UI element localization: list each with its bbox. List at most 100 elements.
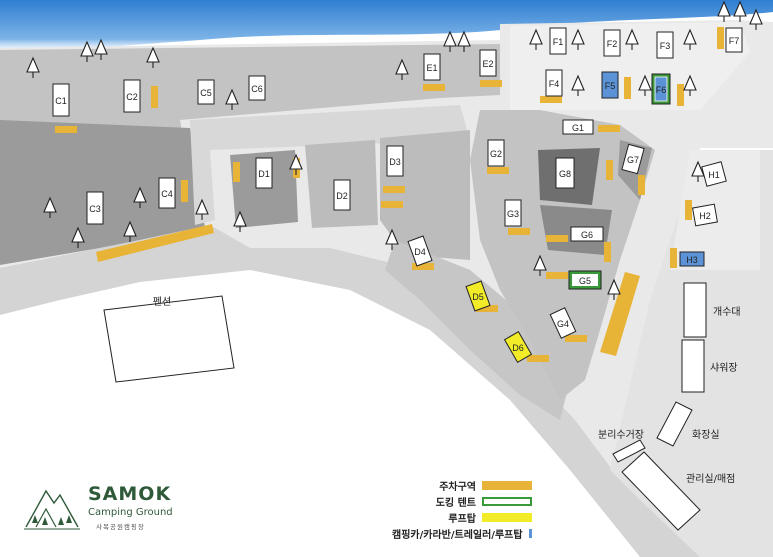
logo-mountain-icon bbox=[24, 489, 80, 530]
site-c1[interactable]: C1 bbox=[52, 83, 70, 117]
svg-text:G4: G4 bbox=[557, 319, 569, 329]
parking-areas bbox=[55, 27, 724, 362]
site-f6[interactable]: F6 bbox=[651, 73, 671, 105]
site-g7[interactable]: G7 bbox=[621, 143, 645, 175]
zone-d-south bbox=[385, 240, 570, 420]
svg-text:D5: D5 bbox=[472, 292, 484, 302]
svg-text:G2: G2 bbox=[490, 149, 502, 159]
site-g5[interactable]: G5 bbox=[568, 270, 602, 290]
site-f1[interactable]: F1 bbox=[549, 27, 567, 55]
site-e1[interactable]: E1 bbox=[423, 53, 441, 81]
site-h1[interactable]: H1 bbox=[701, 161, 727, 187]
site-c5[interactable]: C5 bbox=[197, 79, 215, 105]
site-h3[interactable]: H3 bbox=[679, 251, 705, 267]
logo-korean-name: 사목공원캠핑장 bbox=[96, 523, 145, 531]
samok-logo: SAMOK Camping Ground 사목공원캠핑장 bbox=[22, 477, 192, 537]
buildings: 펜션 개수대 샤워장 분리수거장 화장실 관리실/매점 bbox=[103, 282, 741, 531]
legend-item-parking: 주차구역 bbox=[392, 477, 532, 493]
svg-text:F4: F4 bbox=[549, 79, 560, 89]
site-g8[interactable]: G8 bbox=[555, 157, 575, 189]
site-d1[interactable]: D1 bbox=[255, 157, 273, 189]
svg-text:분리수거장: 분리수거장 bbox=[598, 429, 644, 441]
svg-text:E2: E2 bbox=[482, 59, 493, 69]
building-shower[interactable]: 샤워장 bbox=[681, 339, 738, 393]
tree-icons bbox=[26, 0, 763, 300]
svg-text:F3: F3 bbox=[660, 41, 671, 51]
site-f3[interactable]: F3 bbox=[656, 31, 674, 59]
campsites: C1 C2 C3 C4 C5 C6 D1 D2 D3 D4 D5 D6 E1 E… bbox=[52, 27, 743, 363]
site-e2[interactable]: E2 bbox=[479, 49, 497, 77]
site-d6[interactable]: D6 bbox=[503, 331, 533, 363]
zone-g-outer bbox=[470, 110, 655, 400]
svg-text:H1: H1 bbox=[708, 170, 720, 180]
svg-text:D2: D2 bbox=[336, 191, 348, 201]
svg-text:펜션: 펜션 bbox=[153, 296, 171, 308]
building-sink[interactable]: 개수대 bbox=[683, 282, 741, 338]
site-g6[interactable]: G6 bbox=[570, 226, 604, 242]
legend-label: 도킹 텐트 bbox=[435, 497, 476, 509]
site-c6[interactable]: C6 bbox=[248, 75, 266, 101]
main-road bbox=[0, 225, 720, 557]
inner-road-loop bbox=[190, 105, 470, 225]
building-office-store[interactable]: 관리실/매점 bbox=[621, 451, 735, 531]
building-toilet[interactable]: 화장실 bbox=[656, 401, 720, 447]
svg-text:H2: H2 bbox=[699, 211, 711, 221]
site-f7[interactable]: F7 bbox=[725, 27, 743, 53]
docking-tent-swatch bbox=[482, 496, 532, 506]
site-g3[interactable]: G3 bbox=[504, 199, 522, 227]
site-g2[interactable]: G2 bbox=[487, 139, 505, 167]
svg-text:G3: G3 bbox=[507, 209, 519, 219]
rooftop-swatch bbox=[482, 512, 532, 522]
svg-text:F5: F5 bbox=[605, 81, 616, 91]
svg-text:D3: D3 bbox=[389, 157, 401, 167]
svg-text:G8: G8 bbox=[559, 169, 571, 179]
legend-label: 캠핑카/카라반/트레일러/루프탑 bbox=[392, 529, 523, 541]
svg-text:G6: G6 bbox=[581, 230, 593, 240]
site-c2[interactable]: C2 bbox=[123, 79, 141, 113]
site-f4[interactable]: F4 bbox=[545, 69, 563, 97]
svg-text:E1: E1 bbox=[426, 63, 437, 73]
site-d3[interactable]: D3 bbox=[386, 145, 404, 177]
site-d4[interactable]: D4 bbox=[407, 235, 433, 267]
svg-text:화장실: 화장실 bbox=[692, 429, 720, 441]
building-recycling[interactable]: 분리수거장 bbox=[598, 429, 646, 463]
svg-text:G1: G1 bbox=[572, 123, 584, 133]
svg-text:G5: G5 bbox=[579, 276, 591, 286]
water-area bbox=[0, 0, 773, 56]
logo-title: SAMOK bbox=[88, 483, 172, 505]
svg-text:C2: C2 bbox=[126, 92, 138, 102]
legend-item-docking-tent: 도킹 텐트 bbox=[392, 493, 532, 509]
site-c3[interactable]: C3 bbox=[86, 191, 104, 225]
site-d2[interactable]: D2 bbox=[333, 179, 351, 211]
legend-label: 루프탑 bbox=[448, 513, 476, 525]
svg-text:개수대: 개수대 bbox=[713, 306, 741, 318]
building-pension[interactable]: 펜션 bbox=[103, 295, 235, 383]
svg-text:F2: F2 bbox=[607, 39, 618, 49]
svg-text:D4: D4 bbox=[414, 247, 426, 257]
svg-text:C3: C3 bbox=[89, 204, 101, 214]
site-h2[interactable]: H2 bbox=[692, 203, 718, 227]
svg-text:C1: C1 bbox=[55, 96, 67, 106]
legend-item-camping-car: 캠핑카/카라반/트레일러/루프탑 bbox=[392, 525, 532, 541]
svg-text:F6: F6 bbox=[656, 85, 667, 95]
svg-text:C6: C6 bbox=[251, 84, 263, 94]
svg-text:관리실/매점: 관리실/매점 bbox=[686, 473, 735, 485]
legend-item-rooftop: 루프탑 bbox=[392, 509, 532, 525]
site-f5[interactable]: F5 bbox=[601, 71, 619, 99]
legend-label: 주차구역 bbox=[439, 481, 476, 493]
svg-text:D1: D1 bbox=[258, 169, 270, 179]
svg-text:C5: C5 bbox=[200, 88, 212, 98]
svg-text:C4: C4 bbox=[161, 189, 173, 199]
site-d5[interactable]: D5 bbox=[465, 280, 491, 312]
logo-subtitle: Camping Ground bbox=[88, 507, 173, 518]
svg-text:샤워장: 샤워장 bbox=[710, 361, 738, 374]
site-g1[interactable]: G1 bbox=[562, 119, 594, 135]
svg-text:F1: F1 bbox=[553, 37, 564, 47]
svg-text:D6: D6 bbox=[512, 343, 524, 353]
svg-text:F7: F7 bbox=[729, 36, 740, 46]
site-c4[interactable]: C4 bbox=[158, 177, 176, 209]
site-f2[interactable]: F2 bbox=[603, 29, 621, 57]
site-g4[interactable]: G4 bbox=[549, 307, 577, 339]
camping-car-swatch bbox=[528, 528, 532, 538]
